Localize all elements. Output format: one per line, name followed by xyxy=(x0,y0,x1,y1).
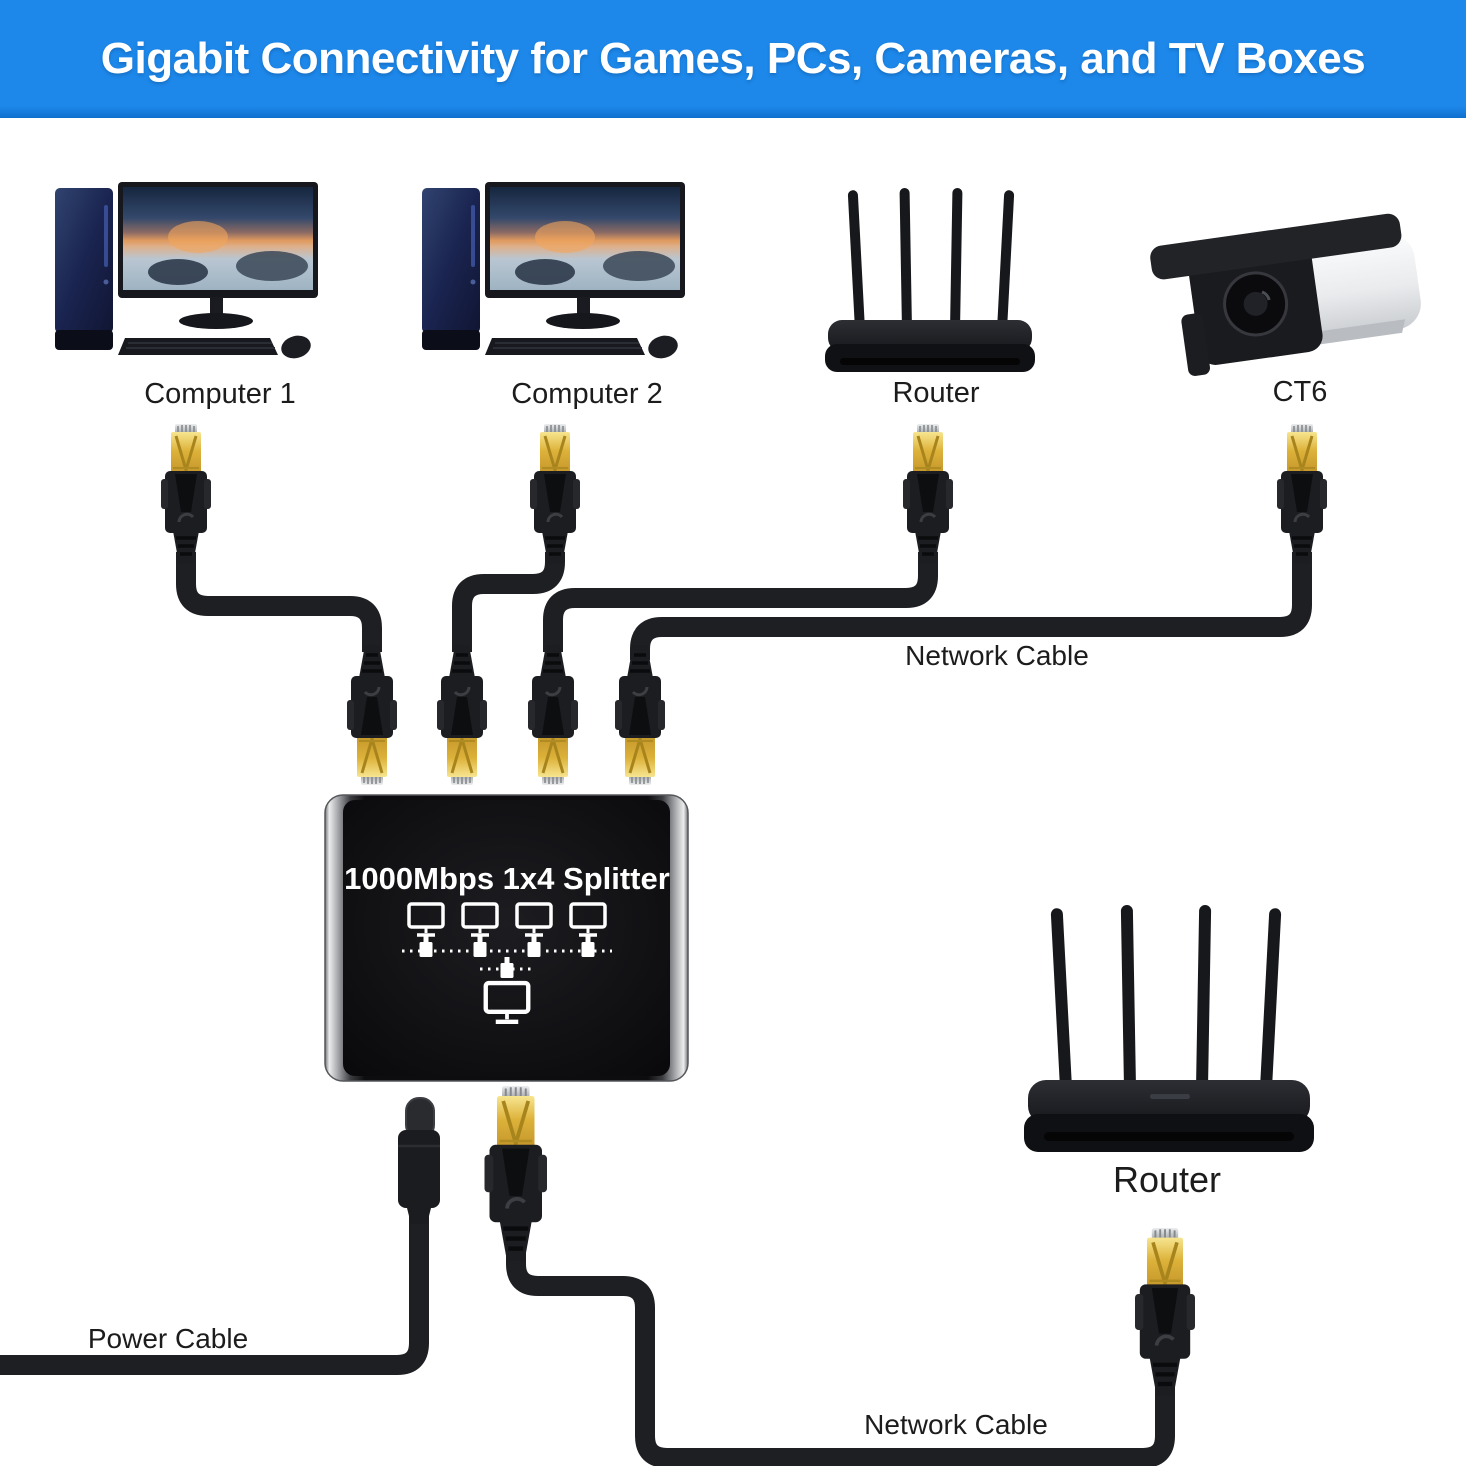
header-banner: Gigabit Connectivity for Games, PCs, Cam… xyxy=(0,0,1466,118)
usb-c-connector xyxy=(398,1097,440,1224)
rj45-connector-computer-2 xyxy=(528,422,582,566)
splitter-port-connector-1 xyxy=(345,643,399,787)
cable-computer-1 xyxy=(176,552,382,652)
router-bottom-illustration xyxy=(1024,905,1314,1152)
rj45-connector-router-top xyxy=(901,422,955,566)
network-cable-bottom-line xyxy=(506,1248,1175,1466)
rj45-connector-camera xyxy=(1275,422,1329,566)
router-bottom-label: Router xyxy=(1113,1159,1221,1200)
splitter-title: 1000Mbps 1x4 Splitter xyxy=(344,861,670,896)
cable-computer-2 xyxy=(452,552,565,652)
splitter-port-pictograms xyxy=(402,902,612,1024)
cable-router-top xyxy=(543,552,938,652)
splitter-port-connector-3 xyxy=(526,643,580,787)
splitter-device xyxy=(324,794,689,1082)
page-title: Gigabit Connectivity for Games, PCs, Cam… xyxy=(100,34,1366,83)
computer-2-label: Computer 2 xyxy=(511,378,663,410)
computer-1-label: Computer 1 xyxy=(144,378,296,410)
cable-camera xyxy=(630,552,1312,660)
router-top-label: Router xyxy=(892,377,979,409)
camera-ct6-label: CT6 xyxy=(1273,376,1328,408)
router-top-illustration xyxy=(825,188,1035,372)
power-cable-line xyxy=(0,1212,429,1375)
network-cable-top-label: Network Cable xyxy=(905,640,1089,671)
rj45-connector-computer-1 xyxy=(159,422,213,566)
computer-2-illustration xyxy=(422,182,685,359)
splitter-port-connector-2 xyxy=(435,643,489,787)
rj45-connector-splitter-uplink xyxy=(485,1086,548,1261)
camera-ct6-illustration xyxy=(1150,213,1421,376)
splitter-port-connector-4 xyxy=(613,643,667,787)
power-cable-label: Power Cable xyxy=(88,1323,248,1354)
computer-1-illustration xyxy=(55,182,318,359)
cable-group xyxy=(0,552,1312,1466)
rj45-connector-router-bottom xyxy=(1135,1228,1195,1396)
network-cable-bottom-label: Network Cable xyxy=(864,1409,1048,1440)
